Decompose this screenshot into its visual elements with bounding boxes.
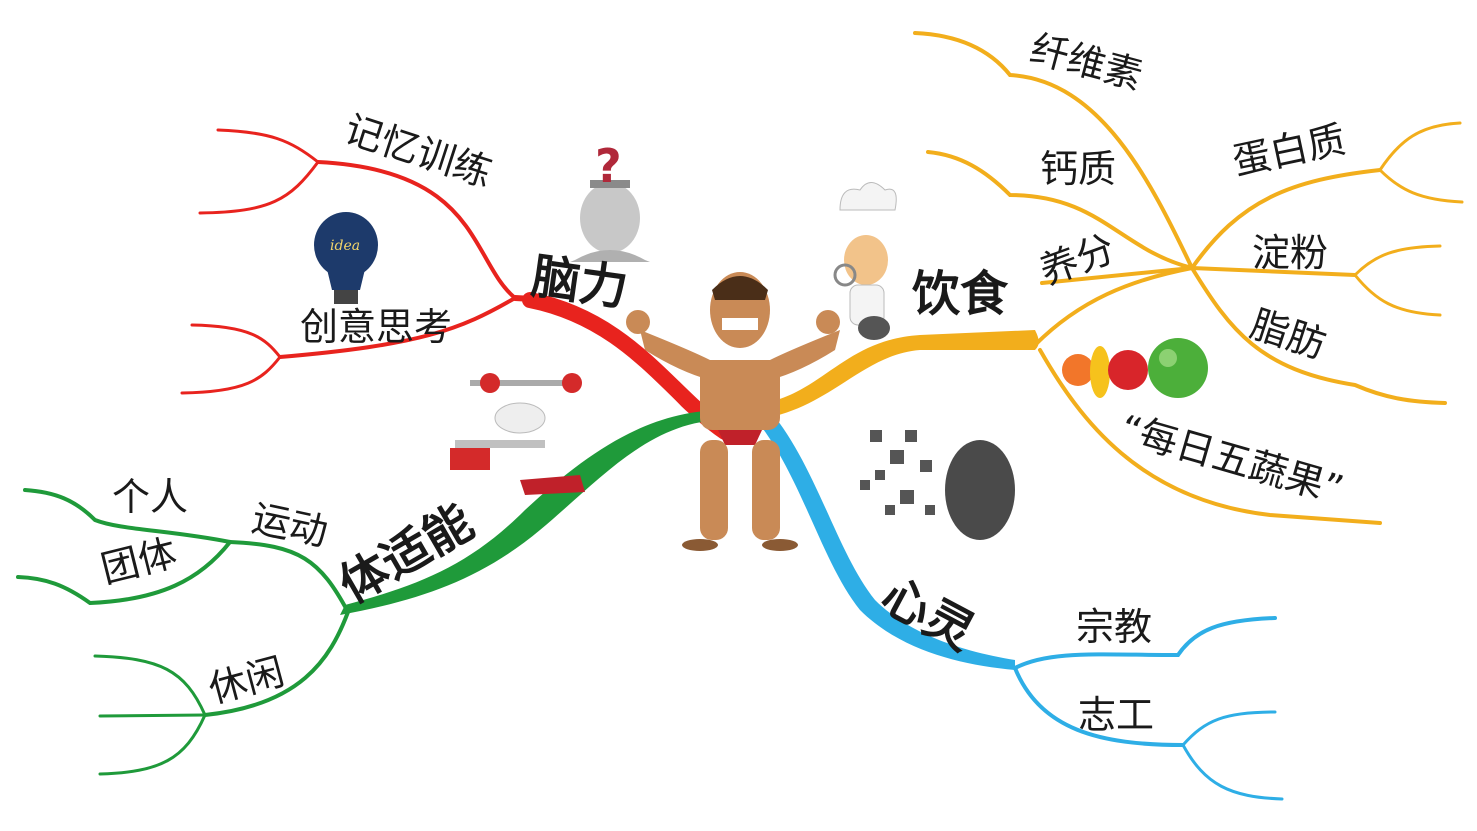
branch-starch-line [1190,266,1357,277]
branch-spirit [752,405,1284,801]
question-mark-head-icon: ? [570,139,650,262]
fragmented-head-icon [860,430,1015,540]
fiber-label: 纤维素 [1026,26,1148,98]
branch-creative-twig-top [190,323,282,359]
branch-exercise-line [228,540,350,614]
branch-leisure-twig-mid [98,713,207,718]
branch-volunteer-twig-top [1181,710,1277,747]
weightlifting-icon [450,373,585,495]
branch-fitness-main-fill [340,410,725,615]
branch-nutrients-line [1040,266,1194,285]
branch-diet [750,31,1464,525]
leisure-label: 休闲 [204,650,289,712]
branch-group-line [16,540,232,606]
chef-icon [833,182,897,340]
branch-diet-line [1033,266,1194,347]
svg-text:idea: idea [330,238,360,254]
branch-protein-line [1190,168,1382,270]
branch-creative-line [278,296,517,359]
branch-fat-line [1190,266,1447,405]
protein-label: 蛋白质 [1229,117,1350,184]
branch-starch-twig-bottom [1353,273,1442,317]
five-fruits-label: “每日五蔬果” [1116,406,1349,512]
branch-diet-main-fill [750,330,1039,420]
calcium-label: 钙质 [1040,147,1116,191]
group-label: 团体 [97,531,181,592]
branch-fruit-line [1038,348,1382,525]
nutrients-label: 养分 [1034,226,1120,293]
branch-leisure-twig-bottom [98,713,207,776]
religion-label: 宗教 [1076,605,1152,649]
fruit-icon [1062,338,1208,398]
branch-memory-twig-top [216,128,320,164]
branch-volunteer-twig-bottom [1181,743,1284,801]
branch-calcium-line [926,150,1194,270]
branch-creative-twig-bottom [180,355,282,395]
branch-starch-twig-top [1353,244,1442,277]
fat-label: 脂肪 [1245,302,1331,367]
branch-volunteer-line [1013,666,1185,747]
memory-training-label: 记忆训练 [339,107,497,196]
branch-brain-label: 脑力 [528,248,631,317]
branch-memory-line [316,160,517,300]
individual-label: 个人 [112,475,188,519]
branch-individual-line [23,488,232,544]
branch-fiber-line [913,31,1194,270]
branch-memory-twig-bottom [198,160,320,215]
creative-thinking-label: 创意思考 [300,305,452,349]
starch-label: 淀粉 [1252,231,1328,275]
idea-lightbulb-icon: idea [314,212,378,304]
branch-diet-label: 饮食 [912,266,1009,322]
branch-leisure-twig-top [93,654,207,717]
branch-religion-line [1013,616,1277,670]
volunteer-label: 志工 [1078,693,1154,737]
svg-text:?: ? [595,139,622,193]
branch-protein-twig-bottom [1378,168,1464,204]
branch-spirit-main-fill [752,405,1015,670]
muscle-man-icon [626,272,840,551]
branch-fitness [16,410,725,776]
branch-protein-twig-top [1378,121,1462,172]
branch-brain [180,128,733,440]
branch-leisure-line [203,610,350,717]
